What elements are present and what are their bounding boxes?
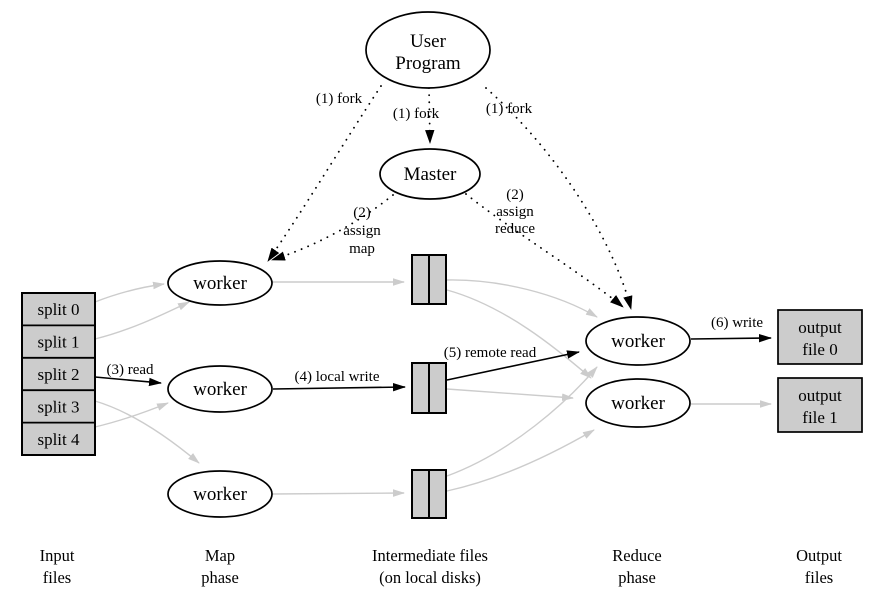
user-program-label-line1: User [410, 31, 447, 52]
gray-edges [94, 278, 772, 497]
assign-reduce-label-line1: (2) [506, 187, 524, 203]
master-label: Master [404, 164, 457, 185]
read-label: (3) read [106, 362, 154, 378]
split-0-label: split 0 [37, 300, 79, 319]
intermediate-caption-line1: Intermediate files [372, 546, 488, 565]
intermediate-file-2-icon [411, 362, 447, 414]
intermediate-caption-line2: (on local disks) [379, 568, 481, 587]
reduce-worker-2: worker [585, 378, 691, 428]
map-worker-1: worker [167, 260, 273, 306]
reduce-worker-1: worker [585, 316, 691, 366]
split-2-label: split 2 [37, 365, 79, 384]
fork-center-label: (1) fork [393, 106, 440, 122]
edge-fork-left [267, 85, 382, 262]
edge-split0-worker1 [94, 281, 165, 303]
output-caption-line2: files [805, 568, 833, 587]
map-caption-line2: phase [201, 568, 239, 587]
edge-local-write [272, 382, 406, 392]
map-worker-2-label: worker [193, 379, 247, 400]
split-1-label: split 1 [37, 333, 79, 352]
map-caption-line1: Map [205, 546, 235, 565]
output-file-1-line1: output [798, 386, 842, 405]
intermediate-file-3-icon [411, 469, 447, 519]
output-file-0-line1: output [798, 318, 842, 337]
reduce-worker-1-label: worker [611, 331, 665, 352]
fork-right-label: (1) fork [486, 101, 533, 117]
assign-map-label-line3: map [349, 241, 375, 257]
output-file-0-node: output file 0 [777, 309, 863, 365]
output-file-0-box [777, 309, 863, 365]
reduce-worker-2-label: worker [611, 393, 665, 414]
remote-read-label: (5) remote read [444, 345, 537, 361]
reduce-caption-line1: Reduce [612, 546, 661, 565]
split-3-label: split 3 [37, 398, 79, 417]
edge-assign-reduce [465, 193, 624, 308]
reduce-worker-2-ellipse [585, 378, 691, 428]
map-worker-2: worker [167, 365, 273, 413]
local-write-label: (4) local write [295, 369, 380, 385]
edge-split1-worker1 [94, 301, 190, 340]
map-worker-2-ellipse [167, 365, 273, 413]
map-worker-1-label: worker [193, 273, 247, 294]
output-file-0-line2: file 0 [802, 340, 837, 359]
master-node: Master [379, 148, 481, 200]
assign-reduce-label-line2: assign [496, 204, 534, 220]
user-program-label-line2: Program [395, 53, 461, 74]
edge-intermediate1-reduce2 [446, 289, 592, 379]
edge-write [690, 333, 772, 343]
assign-map-label-line2: assign [343, 223, 381, 239]
edge-split3-worker3 [94, 400, 200, 464]
edge-intermediate2-reduce2 [446, 388, 574, 402]
output-caption-line1: Output [796, 546, 842, 565]
assign-reduce-label-line3: reduce [495, 221, 535, 237]
edge-intermediate3-reduce1 [446, 366, 598, 477]
edge-worker3-intermediate3 [271, 489, 405, 497]
input-caption-line2: files [43, 568, 71, 587]
output-file-1-line2: file 1 [802, 408, 837, 427]
user-program-node: User Program [365, 11, 491, 89]
edge-fork-center [425, 87, 435, 144]
reduce-caption-line2: phase [618, 568, 656, 587]
edge-labels: (1) fork (1) fork (1) fork (2) assign ma… [106, 91, 763, 385]
output-file-1-node: output file 1 [777, 377, 863, 433]
splits-box [21, 292, 96, 456]
edge-assign-map [271, 194, 394, 261]
write-label: (6) write [711, 315, 763, 331]
map-worker-3-label: worker [193, 484, 247, 505]
input-splits: split 0 split 1 split 2 split 3 split 4 [21, 292, 96, 456]
edge-remote-read [446, 350, 580, 381]
map-worker-1-ellipse [167, 260, 273, 306]
assign-map-label-line1: (2) [353, 205, 371, 221]
master-ellipse [379, 148, 481, 200]
split-4-label: split 4 [37, 430, 80, 449]
map-worker-3: worker [167, 470, 273, 518]
edge-read [94, 376, 162, 387]
intermediate-file-1-icon [411, 254, 447, 305]
phase-captions: Input files Map phase Intermediate files… [40, 546, 843, 587]
black-edges [94, 333, 772, 392]
edge-intermediate1-reduce1 [446, 279, 598, 318]
map-worker-3-ellipse [167, 470, 273, 518]
edge-intermediate3-reduce2 [446, 429, 595, 492]
input-caption-line1: Input [40, 546, 75, 565]
output-file-1-box [777, 377, 863, 433]
dotted-edges [267, 85, 633, 310]
reduce-worker-1-ellipse [585, 316, 691, 366]
user-program-ellipse [365, 11, 491, 89]
edge-split4-worker2 [94, 402, 169, 428]
fork-left-label: (1) fork [316, 91, 363, 107]
